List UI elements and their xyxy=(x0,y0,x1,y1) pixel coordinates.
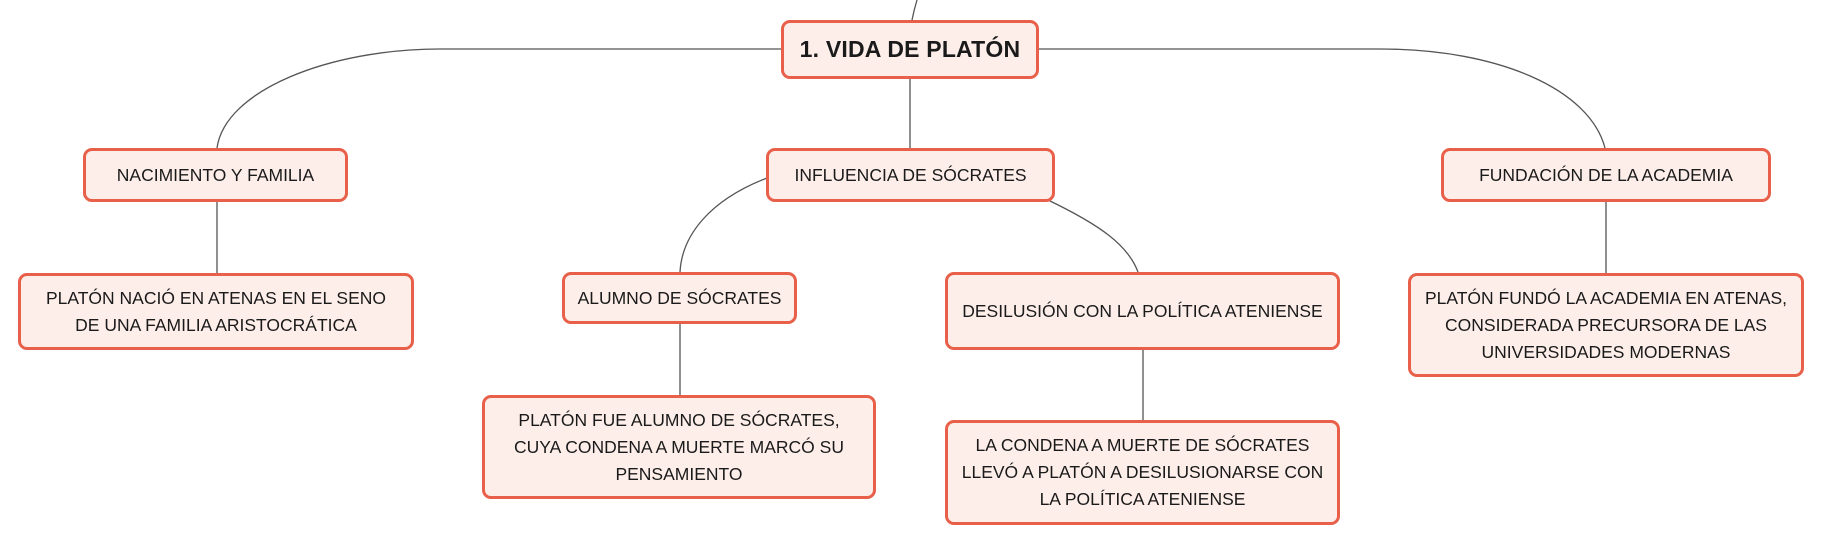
subtopic-node-fundacion-detalle[interactable]: PLATÓN FUNDÓ LA ACADEMIA EN ATENAS, CONS… xyxy=(1408,273,1804,377)
subtopic-node-desilusion[interactable]: DESILUSIÓN CON LA POLÍTICA ATENIENSE xyxy=(945,272,1340,350)
connector-influencia-to-desilusion xyxy=(1047,199,1139,273)
connector-root-to-fundacion xyxy=(1039,48,1606,149)
topic-node-influencia[interactable]: INFLUENCIA DE SÓCRATES xyxy=(766,148,1055,202)
connector-root-to-nacimiento xyxy=(216,48,781,149)
subtopic-label: PLATÓN FUNDÓ LA ACADEMIA EN ATENAS, CONS… xyxy=(1424,287,1788,362)
topic-label: FUNDACIÓN DE LA ACADEMIA xyxy=(1479,164,1733,185)
subtopic-node-nacimiento-detalle[interactable]: PLATÓN NACIÓ EN ATENAS EN EL SENO DE UNA… xyxy=(18,273,414,350)
central-topic-node[interactable]: 1. VIDA DE PLATÓN xyxy=(781,20,1039,79)
subtopic-node-desilusion-detalle[interactable]: LA CONDENA A MUERTE DE SÓCRATES LLEVÓ A … xyxy=(945,420,1340,525)
central-topic-label: 1. VIDA DE PLATÓN xyxy=(799,36,1021,62)
topic-node-nacimiento[interactable]: NACIMIENTO Y FAMILIA xyxy=(83,148,348,202)
subtopic-node-alumno-detalle[interactable]: PLATÓN FUE ALUMNO DE SÓCRATES, CUYA COND… xyxy=(482,395,876,499)
connector-influencia-to-alumno xyxy=(679,177,768,273)
subtopic-label: LA CONDENA A MUERTE DE SÓCRATES LLEVÓ A … xyxy=(961,435,1324,509)
subtopic-label: ALUMNO DE SÓCRATES xyxy=(577,287,782,308)
connector-parent-to-root xyxy=(911,0,918,21)
subtopic-node-alumno[interactable]: ALUMNO DE SÓCRATES xyxy=(562,272,797,324)
topic-label: NACIMIENTO Y FAMILIA xyxy=(116,164,315,185)
subtopic-label: DESILUSIÓN CON LA POLÍTICA ATENIENSE xyxy=(962,300,1323,321)
topic-label: INFLUENCIA DE SÓCRATES xyxy=(794,164,1027,185)
subtopic-label: PLATÓN FUE ALUMNO DE SÓCRATES, CUYA COND… xyxy=(514,409,844,484)
topic-node-fundacion[interactable]: FUNDACIÓN DE LA ACADEMIA xyxy=(1441,148,1771,202)
subtopic-label: PLATÓN NACIÓ EN ATENAS EN EL SENO DE UNA… xyxy=(45,287,387,335)
